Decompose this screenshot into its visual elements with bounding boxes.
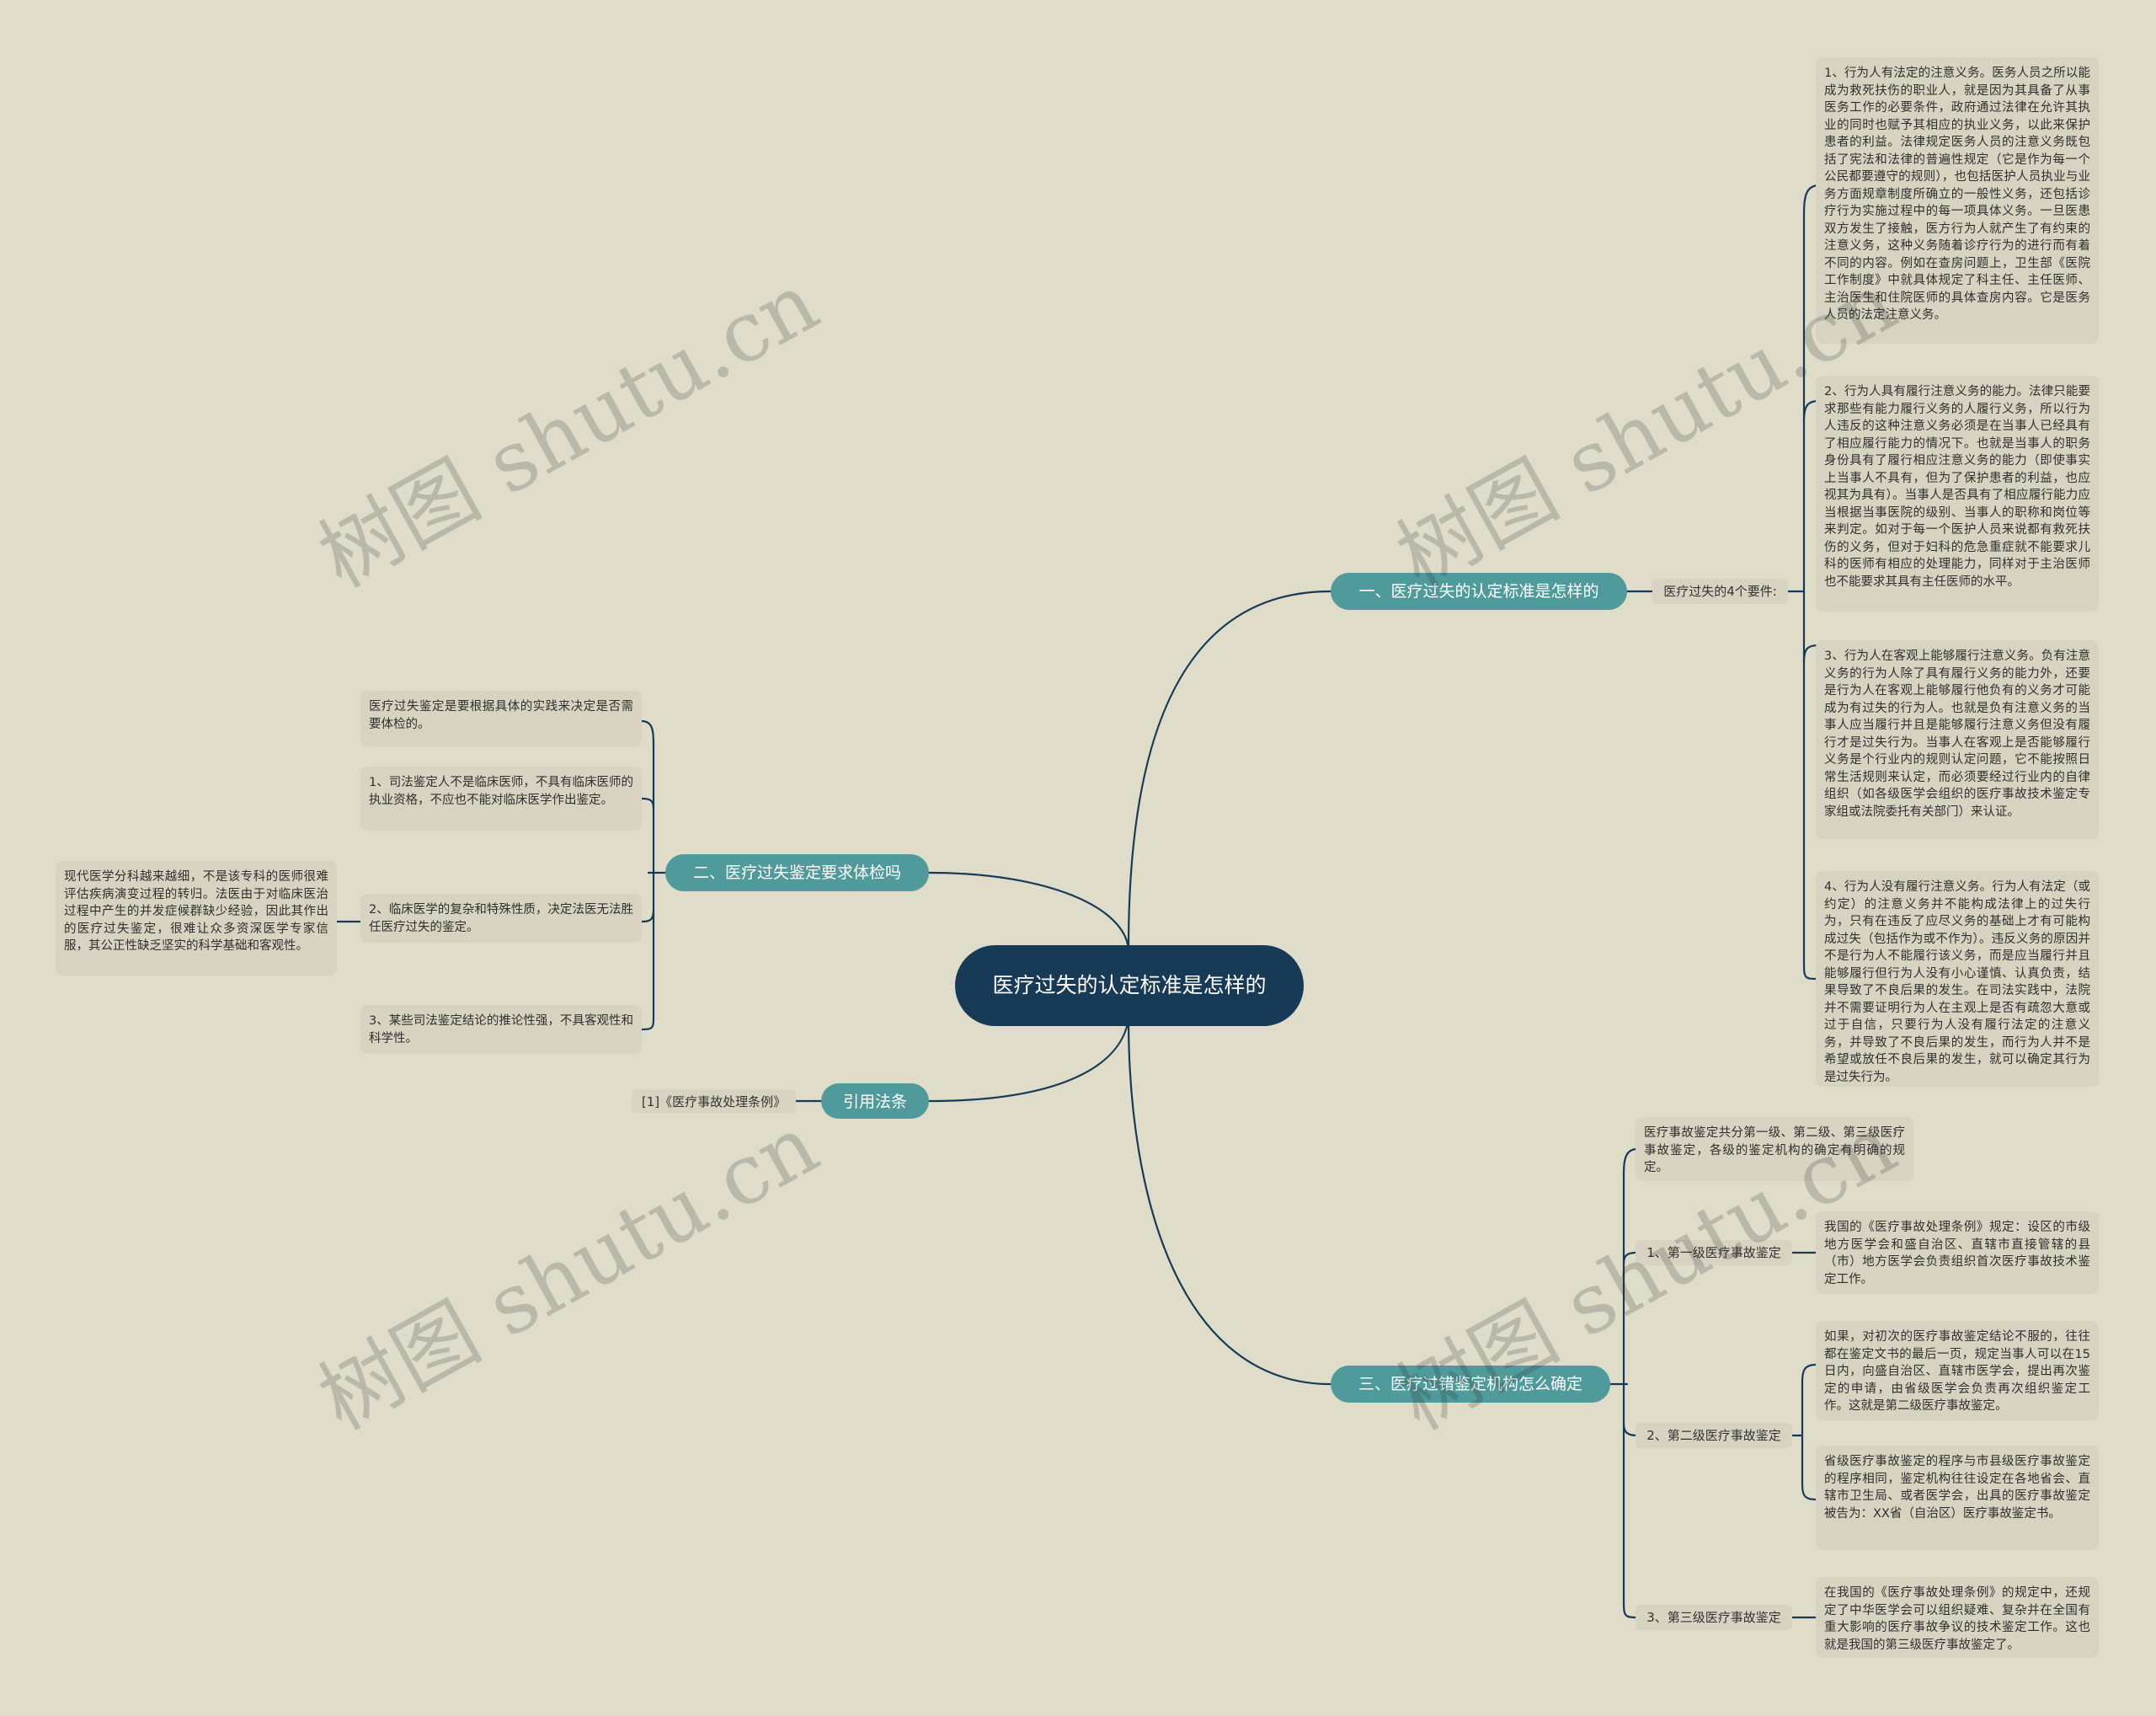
branch1-item-4[interactable]: 4、行为人没有履行注意义务。行为人有法定（或约定）的注意义务并不能构成法律上的过… bbox=[1816, 871, 2099, 1087]
cite-item[interactable]: [1]《医疗事故处理条例》 bbox=[632, 1089, 796, 1113]
branch2-item-3[interactable]: 3、某些司法鉴定结论的推论性强，不具客观性和科学性。 bbox=[360, 1005, 642, 1054]
branch2-item-1[interactable]: 1、司法鉴定人不是临床医师，不具有临床医师的执业资格，不应也不能对临床医学作出鉴… bbox=[360, 767, 642, 831]
bracket-branch2-items bbox=[640, 719, 655, 1031]
branch3-level2-note-1[interactable]: 如果，对初次的医疗事故鉴定结论不服的，往往都在鉴定文书的最后一页，规定当事人可以… bbox=[1816, 1321, 2099, 1420]
link-root-branch1 bbox=[1127, 590, 1332, 949]
branch2-topic[interactable]: 二、医疗过失鉴定要求体检吗 bbox=[665, 854, 929, 891]
branch3-level3-label[interactable]: 3、第三级医疗事故鉴定 bbox=[1636, 1605, 1792, 1630]
branch2-item-2[interactable]: 2、临床医学的复杂和特殊性质，决定法医无法胜任医疗过失的鉴定。 bbox=[360, 894, 642, 943]
root-topic[interactable]: 医疗过失的认定标准是怎样的 bbox=[955, 945, 1304, 1026]
bracket-level2-notes bbox=[1801, 1363, 1817, 1501]
bracket-branch3-items bbox=[1622, 1147, 1639, 1619]
branch2-sub-note[interactable]: 现代医学分科越来越细，不是该专科的医师很难评估疾病演变过程的转归。法医由于对临床… bbox=[56, 861, 337, 976]
cite-topic[interactable]: 引用法条 bbox=[821, 1083, 929, 1119]
bracket-branch1-items bbox=[1802, 184, 1821, 981]
branch3-level2-label[interactable]: 2、第二级医疗事故鉴定 bbox=[1636, 1423, 1792, 1448]
branch1-item-3[interactable]: 3、行为人在客观上能够履行注意义务。负有注意义务的行为人除了具有履行义务的能力外… bbox=[1816, 640, 2099, 839]
branch3-level1-label[interactable]: 1、第一级医疗事故鉴定 bbox=[1636, 1240, 1792, 1265]
branch1-item-1[interactable]: 1、行为人有法定的注意义务。医务人员之所以能成为救死扶伤的职业人，就是因为其具备… bbox=[1816, 57, 2099, 344]
branch1-label-four-elements[interactable]: 医疗过失的4个要件: bbox=[1652, 579, 1788, 604]
branch1-item-2[interactable]: 2、行为人具有履行注意义务的能力。法律只能要求那些有能力履行义务的人履行义务，所… bbox=[1816, 376, 2099, 612]
branch3-level3-note[interactable]: 在我国的《医疗事故处理条例》的规定中，还规定了中华医学会可以组织疑难、复杂并在全… bbox=[1816, 1577, 2099, 1658]
link-root-cite bbox=[927, 1018, 1130, 1103]
branch1-topic[interactable]: 一、医疗过失的认定标准是怎样的 bbox=[1331, 573, 1627, 610]
link-root-branch3 bbox=[1127, 1018, 1332, 1386]
branch3-level1-note[interactable]: 我国的《医疗事故处理条例》规定：设区的市级地方医学会和盛自治区、直辖市直接管辖的… bbox=[1816, 1211, 2099, 1294]
branch2-item-0[interactable]: 医疗过失鉴定是要根据具体的实践来决定是否需要体检的。 bbox=[360, 691, 642, 746]
branch3-topic[interactable]: 三、医疗过错鉴定机构怎么确定 bbox=[1331, 1366, 1610, 1403]
branch3-intro[interactable]: 医疗事故鉴定共分第一级、第二级、第三级医疗事故鉴定，各级的鉴定机构的确定有明确的… bbox=[1636, 1117, 1913, 1181]
branch3-level2-note-2[interactable]: 省级医疗事故鉴定的程序与市县级医疗事故鉴定的程序相同，鉴定机构往往设定在各地省会… bbox=[1816, 1446, 2099, 1550]
link-root-branch2 bbox=[927, 871, 1130, 954]
